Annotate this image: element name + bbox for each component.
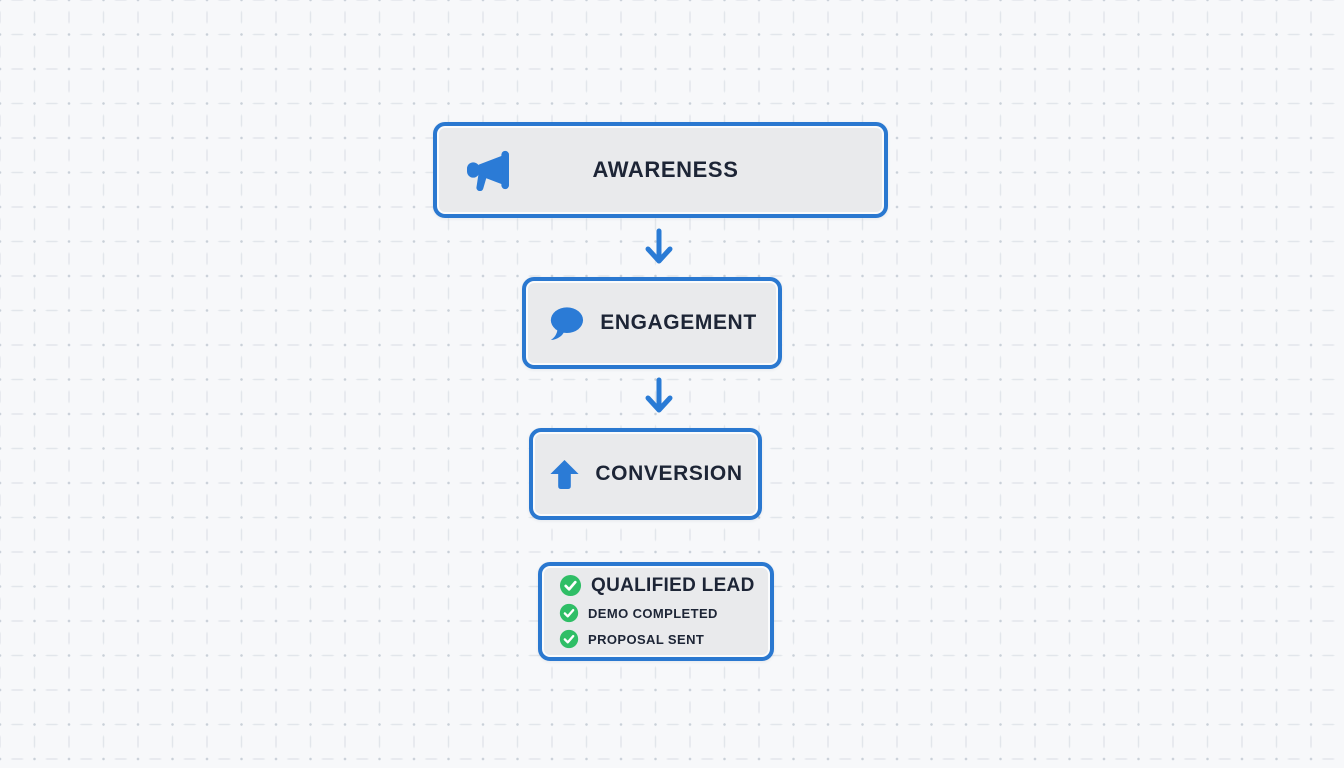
megaphone-icon (465, 149, 511, 191)
check-circle-icon (559, 603, 579, 623)
checklist-title-row: QUALIFIED LEAD (559, 574, 755, 597)
down-arrow-connector[interactable] (643, 227, 675, 271)
node-label-engagement: ENGAGEMENT (600, 311, 757, 334)
speech-bubble-icon (547, 305, 585, 341)
node-qualified-lead[interactable]: QUALIFIED LEAD DEMO COMPLETED PROPOSAL S… (538, 562, 774, 661)
checklist-item: PROPOSAL SENT (588, 631, 705, 647)
node-label-awareness: AWARENESS (592, 157, 739, 182)
node-label-conversion: CONVERSION (595, 462, 743, 485)
checklist-item: DEMO COMPLETED (588, 605, 718, 621)
checklist-item-row: PROPOSAL SENT (559, 629, 704, 649)
down-arrow-connector[interactable] (643, 376, 675, 420)
node-awareness[interactable]: AWARENESS (433, 122, 888, 218)
check-circle-icon (559, 574, 582, 597)
node-engagement[interactable]: ENGAGEMENT (522, 277, 782, 369)
check-circle-icon (559, 629, 579, 649)
checklist-title: QUALIFIED LEAD (591, 574, 755, 596)
checklist-item-row: DEMO COMPLETED (559, 603, 718, 623)
arrow-up-icon (548, 458, 581, 491)
node-conversion[interactable]: CONVERSION (529, 428, 762, 520)
